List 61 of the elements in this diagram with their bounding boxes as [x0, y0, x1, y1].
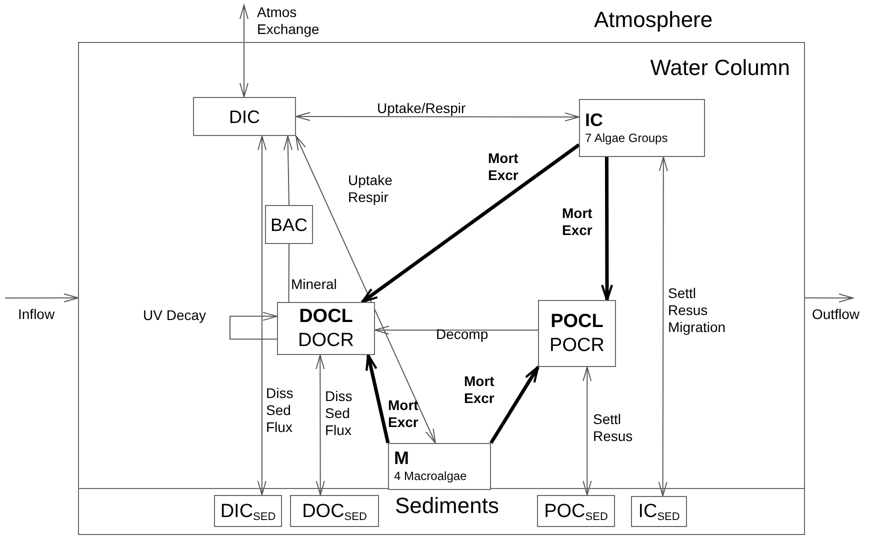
- pool-box: [290, 495, 379, 527]
- edge-label: Uptake/Respir: [377, 100, 466, 117]
- pool-label: DOCL: [299, 304, 353, 328]
- edge-label: Mort Excr: [388, 397, 418, 431]
- flux-arrow: [374, 326, 538, 335]
- flux-arrow: [365, 354, 390, 444]
- flux-arrow: [230, 312, 278, 340]
- edge-label: Mort Excr: [464, 373, 494, 407]
- pool-box: [631, 496, 687, 527]
- pool-box: [265, 205, 313, 244]
- flux-arrow: [658, 156, 668, 496]
- flux-arrow: [296, 112, 580, 122]
- region-label: Atmosphere: [594, 9, 713, 31]
- flux-arrow: [582, 366, 592, 496]
- flux-arrow: [284, 136, 292, 206]
- pool-box: [277, 302, 375, 355]
- flux-arrow: [600, 157, 614, 302]
- pool-label: IC$_{SED}$: [638, 502, 680, 521]
- edge-label: Mort Excr: [488, 150, 518, 184]
- pool-label: M: [394, 449, 409, 467]
- flux-arrow: [239, 4, 248, 98]
- pool-label: DOC$_{SED}$: [302, 502, 367, 520]
- edge-label: Diss Sed Flux: [325, 388, 352, 439]
- pool-box: [214, 495, 282, 527]
- flux-arrow: [257, 136, 266, 496]
- pool-label: BAC: [270, 216, 308, 234]
- pool-box: [193, 97, 296, 136]
- flux-arrow: [4, 293, 78, 302]
- pool-box: [388, 443, 491, 490]
- flux-arrow: [316, 354, 325, 496]
- pool-box: [579, 99, 705, 157]
- edge-label: Inflow: [18, 306, 55, 323]
- pool-box: [538, 300, 616, 367]
- pool-label: POC$_{SED}$: [544, 502, 608, 520]
- pool-label: DIC: [229, 108, 260, 126]
- edge-label: Mort Excr: [562, 205, 592, 239]
- pool-label: DIC$_{SED}$: [220, 502, 276, 520]
- edge-label: Settl Resus Migration: [668, 285, 726, 336]
- edge-label: Uptake Respir: [348, 172, 392, 206]
- pool-label: DOCR: [298, 328, 354, 352]
- connector-line: [288, 244, 290, 302]
- edge-label: Diss Sed Flux: [266, 385, 294, 436]
- pool-label: POCR: [550, 334, 604, 358]
- flux-arrow: [804, 293, 854, 302]
- flux-arrow: [361, 143, 580, 304]
- pool-label: IC: [585, 110, 603, 128]
- region-label: Sediments: [395, 495, 499, 517]
- edge-label: Outflow: [812, 306, 860, 323]
- edge-label: Mineral: [291, 276, 337, 293]
- edge-label: Atmos Exchange: [257, 4, 320, 38]
- pool-sublabel: 4 Macroalgae: [394, 469, 467, 484]
- pool-label: POCL: [550, 310, 604, 334]
- edge-label: UV Decay: [143, 307, 206, 324]
- edge-label: Decomp: [436, 326, 488, 343]
- edge-label: Settl Resus: [593, 411, 633, 445]
- pool-sublabel: 7 Algae Groups: [585, 130, 668, 146]
- flux-arrow: [296, 136, 436, 444]
- pool-box: [537, 495, 615, 527]
- flux-arrow: [490, 366, 540, 444]
- water-column-box: [78, 42, 805, 535]
- region-label: Water Column: [650, 57, 790, 79]
